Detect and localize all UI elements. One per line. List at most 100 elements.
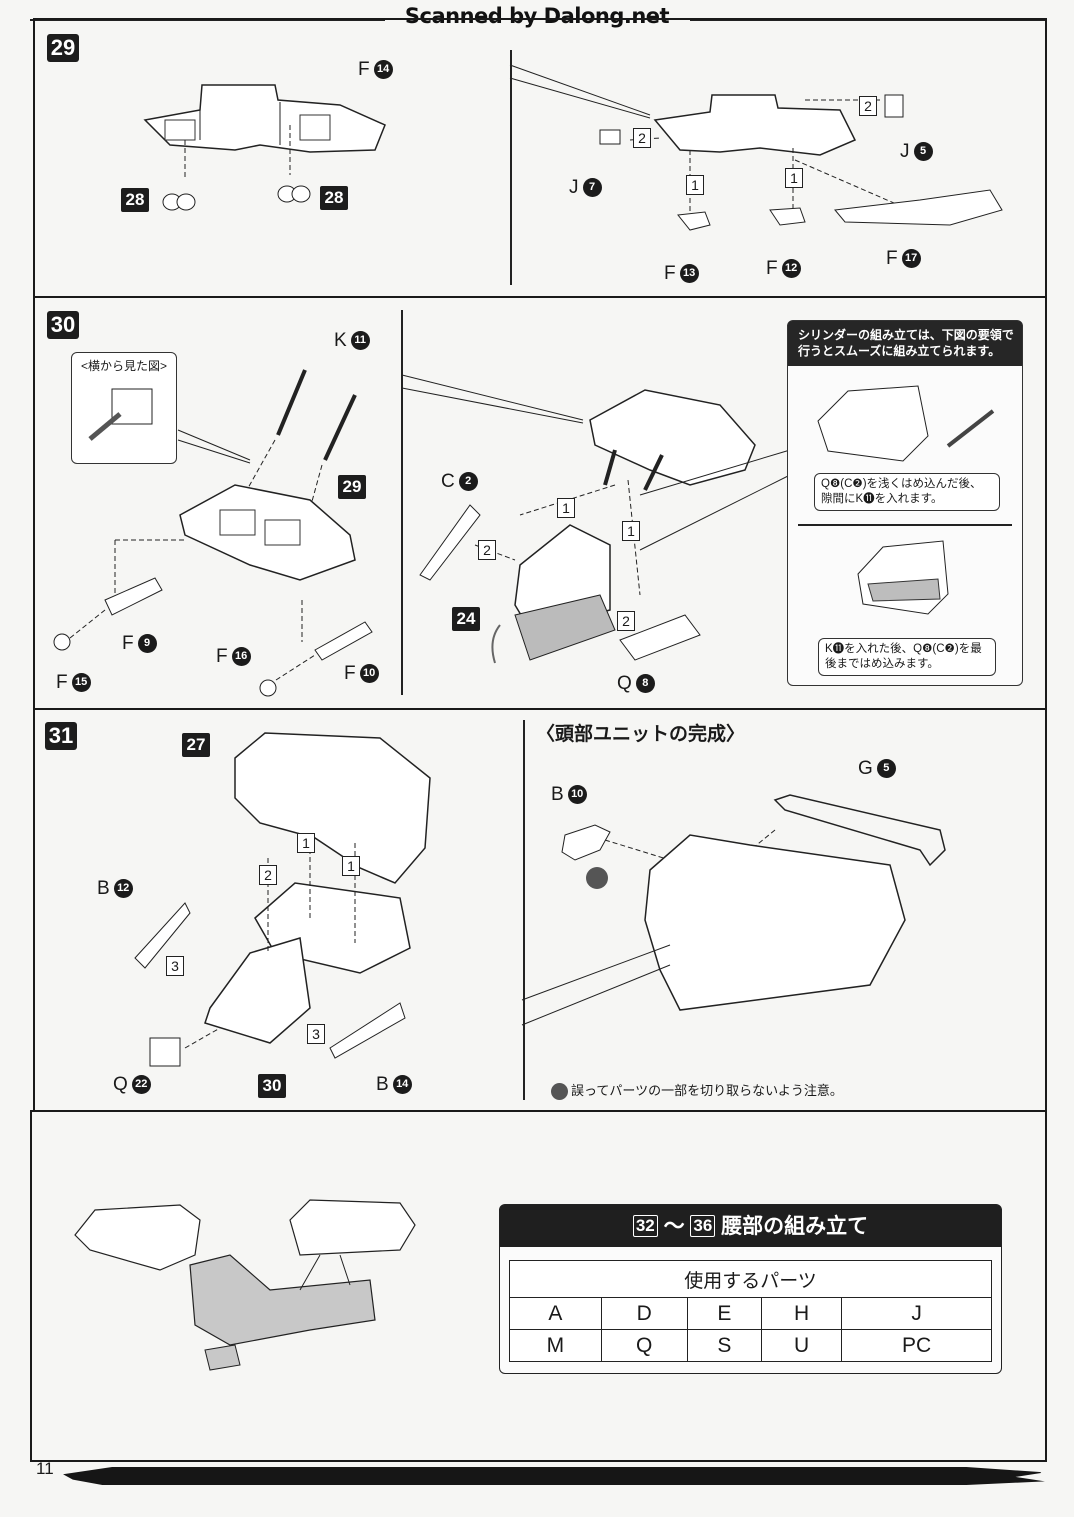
side-view-caption: <横から見た図> bbox=[80, 359, 168, 373]
order-mark-2: 2 bbox=[478, 540, 496, 560]
caution-text: 誤ってパーツの一部を切り取らないよう注意。 bbox=[571, 1083, 843, 1098]
tip-divider bbox=[798, 524, 1012, 526]
step-number-30: 30 bbox=[47, 311, 79, 339]
part-number-badge: 8 bbox=[635, 674, 655, 694]
subassembly-ref-28-right: 28 bbox=[320, 186, 348, 210]
runner-cell: S bbox=[686, 1329, 763, 1362]
order-mark-2: 2 bbox=[617, 611, 635, 631]
runner-cell: M bbox=[509, 1329, 602, 1362]
part-number-badge: 10 bbox=[567, 785, 587, 805]
runner-letter: Q bbox=[113, 1074, 128, 1095]
part-number-badge: 9 bbox=[137, 634, 157, 654]
step-range-start: 32 bbox=[632, 1215, 658, 1237]
table-row: A D E H J bbox=[509, 1297, 992, 1330]
part-number-badge: 12 bbox=[781, 259, 801, 279]
tip-drawing-2 bbox=[857, 540, 949, 615]
runner-letter: F bbox=[344, 663, 356, 684]
runner-letter: B bbox=[97, 878, 110, 899]
step-30-divider bbox=[401, 310, 403, 695]
head-unit-complete-heading: 〈頭部ユニットの完成〉 bbox=[536, 724, 746, 745]
subassembly-ref-27: 27 bbox=[182, 733, 210, 757]
step-number-29: 29 bbox=[47, 34, 79, 62]
part-number-badge: 13 bbox=[679, 264, 699, 284]
parts-table-header: 使用するパーツ bbox=[509, 1260, 992, 1298]
joint-part-28-left bbox=[162, 193, 196, 211]
runner-letter: F bbox=[664, 263, 676, 284]
scan-watermark: Scanned by Dalong.net bbox=[404, 4, 670, 28]
runner-letter: Q bbox=[617, 673, 632, 694]
page-number: 11 bbox=[36, 1459, 54, 1478]
part-number-badge: 5 bbox=[913, 142, 933, 162]
step-range-separator: ～ bbox=[663, 1215, 685, 1238]
order-mark-3: 3 bbox=[166, 956, 184, 976]
part-number-badge: 10 bbox=[359, 664, 379, 684]
runner-letter: B bbox=[551, 784, 564, 805]
subassembly-ref-30: 30 bbox=[258, 1074, 286, 1098]
step-29-divider bbox=[510, 50, 512, 285]
runner-letter: B bbox=[376, 1074, 389, 1095]
section-title-text: 腰部の組み立て bbox=[721, 1215, 869, 1238]
subassembly-ref-24: 24 bbox=[452, 607, 480, 631]
runner-letter: G bbox=[858, 758, 873, 779]
runner-cell: PC bbox=[841, 1329, 992, 1362]
order-mark-1: 1 bbox=[686, 175, 704, 195]
runner-cell: U bbox=[761, 1329, 843, 1362]
runner-letter: C bbox=[441, 471, 455, 492]
parts-used-table: 使用するパーツ A D E H J M Q S U PC bbox=[509, 1260, 992, 1362]
runner-letter: F bbox=[216, 646, 228, 667]
tip-title: シリンダーの組み立ては、下図の要領で行うとスムーズに組み立てられます。 bbox=[788, 321, 1022, 366]
part-number-badge: 17 bbox=[901, 249, 921, 269]
joint-part-28-right bbox=[277, 185, 311, 203]
runner-letter: K bbox=[334, 330, 347, 351]
order-mark-1: 1 bbox=[557, 498, 575, 518]
order-mark-2: 2 bbox=[259, 865, 277, 885]
runner-cell: J bbox=[841, 1297, 992, 1330]
subassembly-ref-28-left: 28 bbox=[121, 188, 149, 212]
caution-cut-icon bbox=[551, 1083, 568, 1101]
order-mark-2: 2 bbox=[633, 128, 651, 148]
part-number-badge: 11 bbox=[350, 331, 370, 351]
step-number-31: 31 bbox=[45, 722, 77, 750]
tip-bubble-1: Q❽(C❷)を浅くはめ込んだ後、隙間にK⓫を入れます。 bbox=[814, 473, 1000, 511]
runner-cell: A bbox=[509, 1297, 602, 1330]
runner-cell: E bbox=[686, 1297, 763, 1330]
order-mark-1: 1 bbox=[622, 521, 640, 541]
runner-letter: J bbox=[569, 177, 579, 198]
step-range-end: 36 bbox=[690, 1215, 716, 1237]
step-29-right-drawing bbox=[509, 64, 1003, 231]
order-mark-3: 3 bbox=[307, 1024, 325, 1044]
runner-cell: Q bbox=[600, 1329, 688, 1362]
part-number-badge: 14 bbox=[392, 1075, 412, 1095]
head-unit-complete-drawing bbox=[521, 794, 946, 1026]
step-31-left-drawing bbox=[134, 732, 431, 1067]
runner-letter: F bbox=[886, 248, 898, 269]
runner-letter: F bbox=[122, 633, 134, 654]
part-number-badge: 14 bbox=[373, 60, 393, 80]
part-number-badge: 2 bbox=[458, 472, 478, 492]
side-view-drawing bbox=[88, 388, 153, 441]
cylinder-assembly-tip-box: シリンダーの組み立ては、下図の要領で行うとスムーズに組み立てられます。 Q❽(C… bbox=[787, 320, 1023, 686]
order-mark-1: 1 bbox=[297, 833, 315, 853]
tip-bubble-2: K⓫を入れた後、Q❽(C❷)を最後まではめ込みます。 bbox=[818, 638, 996, 676]
runner-cell: D bbox=[600, 1297, 688, 1330]
part-number-badge: 22 bbox=[131, 1075, 151, 1095]
runner-letter: F bbox=[56, 672, 68, 693]
order-mark-1: 1 bbox=[785, 168, 803, 188]
step-30-middle-drawing bbox=[401, 374, 791, 664]
